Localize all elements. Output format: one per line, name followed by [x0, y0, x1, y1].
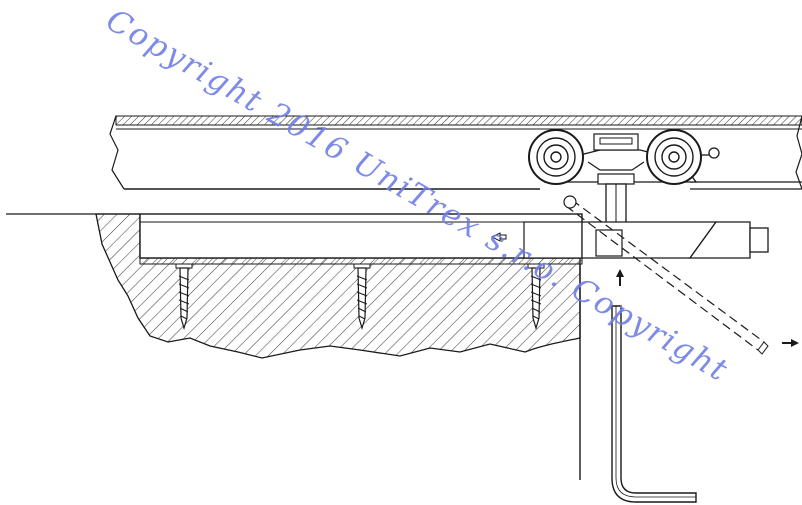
roller-carriage	[528, 129, 720, 227]
hex-key-dashed-position	[563, 195, 769, 355]
top-guide-profile	[139, 213, 583, 265]
left-wheel-icon	[528, 129, 584, 185]
screw-2-icon	[353, 263, 371, 331]
up-arrow	[616, 269, 624, 286]
upper-track-profile	[109, 115, 802, 190]
screw-3-icon	[527, 263, 545, 331]
wall-section	[6, 213, 581, 359]
allen-key-icon	[611, 305, 697, 503]
right-wheel-icon	[646, 129, 702, 185]
left-arrow	[490, 232, 507, 242]
door-bracket	[581, 221, 769, 259]
screw-1-icon	[175, 263, 193, 331]
right-arrow	[782, 339, 799, 347]
